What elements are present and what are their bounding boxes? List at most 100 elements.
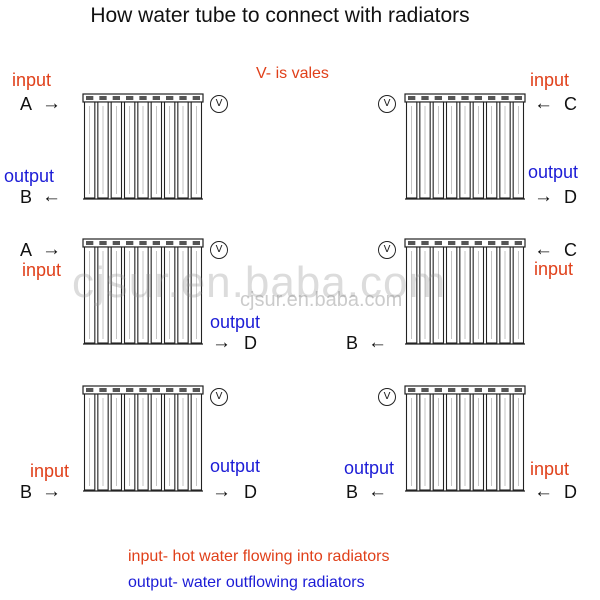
radiator-cap bbox=[448, 388, 456, 392]
radiator-cap bbox=[192, 96, 200, 100]
valve-icon: V bbox=[210, 95, 228, 113]
arrow-left-icon: ← bbox=[534, 481, 553, 502]
valve-icon: V bbox=[210, 241, 228, 259]
connection-letter-a: A bbox=[20, 94, 33, 114]
radiator-cap bbox=[448, 96, 456, 100]
radiator-cap bbox=[434, 96, 442, 100]
radiator-cap bbox=[112, 96, 120, 100]
radiator-cap bbox=[434, 388, 442, 392]
radiator-cap bbox=[152, 388, 160, 392]
radiator-cap bbox=[501, 96, 509, 100]
radiator-cap bbox=[86, 96, 94, 100]
output-label: output bbox=[528, 162, 579, 182]
radiator-top-right bbox=[404, 93, 526, 200]
radiator-cap bbox=[126, 241, 134, 245]
radiator-middle-right bbox=[404, 238, 526, 345]
connection-letter-b: B bbox=[20, 187, 33, 207]
radiator-cap bbox=[514, 388, 522, 392]
radiator-cap bbox=[434, 241, 442, 245]
connection-letter-d: D bbox=[564, 482, 577, 502]
radiator-bottom-right bbox=[404, 385, 526, 492]
radiator-cap bbox=[192, 241, 200, 245]
radiator-bottom-left bbox=[82, 385, 204, 492]
arrow-left-icon: ← bbox=[534, 93, 553, 114]
connection-letter-b: B bbox=[346, 333, 359, 353]
radiator-cap bbox=[488, 241, 496, 245]
radiator-cap bbox=[99, 241, 107, 245]
radiator-cap bbox=[421, 241, 429, 245]
output-label: output bbox=[344, 458, 395, 478]
valve-icon: V bbox=[210, 388, 228, 406]
radiator-cap bbox=[461, 388, 469, 392]
radiator-cap bbox=[421, 388, 429, 392]
radiator-cap bbox=[488, 96, 496, 100]
valve-icon: V bbox=[378, 388, 396, 406]
output-label: output bbox=[210, 312, 261, 332]
radiator-cap bbox=[139, 388, 147, 392]
connection-letter-d: D bbox=[564, 187, 577, 207]
connection-letter-b: B bbox=[346, 482, 359, 502]
input-label: input bbox=[534, 259, 574, 279]
input-label: input bbox=[12, 70, 52, 90]
valve-icon: V bbox=[378, 95, 396, 113]
radiator-cap bbox=[461, 241, 469, 245]
radiator-cap bbox=[474, 388, 482, 392]
radiator-cap bbox=[474, 241, 482, 245]
connection-letter-d: D bbox=[244, 333, 257, 353]
connection-letter-a: A bbox=[20, 240, 33, 260]
connection-letter-d: D bbox=[244, 482, 257, 502]
input-label: input bbox=[22, 260, 62, 280]
connection-letter-c: C bbox=[564, 240, 577, 260]
connection-letter-c: C bbox=[564, 94, 577, 114]
input-label: input bbox=[530, 459, 570, 479]
radiator-cap bbox=[126, 388, 134, 392]
watermark-small: cjsur.en.baba.com bbox=[240, 289, 403, 311]
radiator-middle-left bbox=[82, 238, 204, 345]
radiator-cap bbox=[112, 388, 120, 392]
arrow-right-icon: → bbox=[42, 481, 61, 502]
diagram-title: How water tube to connect with radiators bbox=[90, 4, 470, 27]
radiator-cap bbox=[501, 241, 509, 245]
radiator-cap bbox=[139, 241, 147, 245]
radiator-cap bbox=[99, 96, 107, 100]
radiator-cap bbox=[86, 241, 94, 245]
radiator-cap bbox=[421, 96, 429, 100]
arrow-left-icon: ← bbox=[368, 481, 387, 502]
radiator-cap bbox=[166, 96, 174, 100]
arrow-right-icon: → bbox=[212, 332, 231, 353]
radiator-cap bbox=[408, 388, 416, 392]
arrow-left-icon: ← bbox=[534, 239, 553, 260]
connection-letter-b: B bbox=[20, 482, 33, 502]
radiator-cap bbox=[179, 388, 187, 392]
radiator-top-left bbox=[82, 93, 204, 200]
radiator-cap bbox=[179, 96, 187, 100]
radiator-cap bbox=[112, 241, 120, 245]
output-label: output bbox=[210, 456, 261, 476]
radiator-cap bbox=[166, 241, 174, 245]
arrow-right-icon: → bbox=[42, 239, 61, 260]
arrow-right-icon: → bbox=[212, 481, 231, 502]
arrow-left-icon: ← bbox=[42, 186, 61, 207]
radiator-cap bbox=[514, 241, 522, 245]
watermark-large: cjsur.en.baba.com bbox=[72, 258, 447, 307]
radiator-cap bbox=[126, 96, 134, 100]
radiator-cap bbox=[99, 388, 107, 392]
radiator-cap bbox=[179, 241, 187, 245]
radiator-cap bbox=[86, 388, 94, 392]
note-input: input- hot water flowing into radiators bbox=[128, 548, 390, 565]
radiator-cap bbox=[152, 96, 160, 100]
radiator-cap bbox=[474, 96, 482, 100]
arrow-left-icon: ← bbox=[368, 332, 387, 353]
radiator-cap bbox=[166, 388, 174, 392]
arrow-right-icon: → bbox=[42, 93, 61, 114]
radiator-cap bbox=[192, 388, 200, 392]
valve-legend: V- is vales bbox=[256, 65, 329, 82]
note-output: output- water outflowing radiators bbox=[128, 574, 365, 591]
radiator-cap bbox=[139, 96, 147, 100]
radiator-cap bbox=[408, 96, 416, 100]
valve-icon: V bbox=[378, 241, 396, 259]
radiator-cap bbox=[488, 388, 496, 392]
input-label: input bbox=[530, 70, 570, 90]
output-label: output bbox=[4, 166, 55, 186]
radiator-cap bbox=[152, 241, 160, 245]
